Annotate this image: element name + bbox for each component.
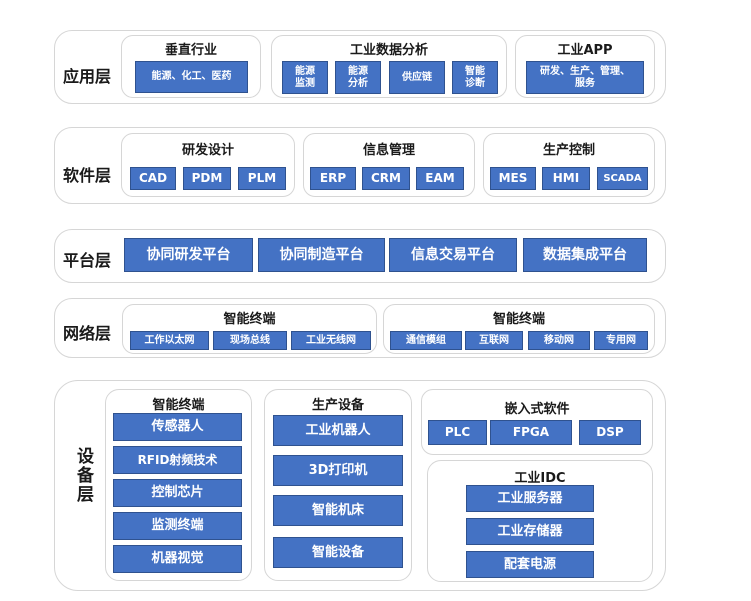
machine-vision-box: 机器视觉 — [113, 545, 242, 573]
plc-box: PLC — [428, 420, 487, 445]
supply-chain-box: 供应链 — [389, 61, 445, 94]
info-management-group: 信息管理 ERP CRM EAM — [303, 133, 475, 197]
3d-printer-box: 3D打印机 — [273, 455, 403, 486]
fieldbus-box: 现场总线 — [213, 331, 287, 350]
production-equipment-title: 生产设备 — [311, 398, 364, 413]
crm-box: CRM — [362, 167, 410, 190]
industrial-server-box: 工业服务器 — [466, 485, 594, 512]
industrial-app-title: 工业APP — [557, 43, 613, 58]
dsp-box: DSP — [579, 420, 641, 445]
scada-box: SCADA — [597, 167, 648, 190]
rfid-box: RFID射频技术 — [113, 446, 242, 474]
info-trading-platform-box: 信息交易平台 — [389, 238, 517, 272]
rd-design-title: 研发设计 — [181, 143, 234, 158]
industrial-idc-group: 工业IDC 工业服务器 工业存储器 配套电源 — [427, 460, 653, 582]
vertical-industry-group: 垂直行业 能源、化工、医药 — [121, 35, 261, 98]
hmi-box: HMI — [542, 167, 590, 190]
network-right-group: 智能终端 通信模组 互联网 移动网 专用网 — [383, 304, 655, 354]
device-terminal-title: 智能终端 — [152, 398, 205, 413]
industrial-wireless-box: 工业无线网 — [291, 331, 371, 350]
platform-layer-label: 平台层 — [63, 251, 112, 270]
power-supply-box: 配套电源 — [466, 551, 594, 578]
network-left-title: 智能终端 — [223, 312, 276, 327]
energy-monitoring-box: 能源 监测 — [282, 61, 328, 94]
vertical-industry-title: 垂直行业 — [164, 43, 217, 58]
data-analysis-title: 工业数据分析 — [349, 43, 428, 58]
industrial-app-group: 工业APP 研发、生产、管理、 服务 — [515, 35, 655, 98]
industrial-ethernet-box: 工作以太网 — [130, 331, 209, 350]
control-chip-box: 控制芯片 — [113, 479, 242, 507]
production-control-group: 生产控制 MES HMI SCADA — [483, 133, 655, 197]
data-integration-platform-box: 数据集成平台 — [523, 238, 647, 272]
erp-box: ERP — [310, 167, 356, 190]
network-right-title: 智能终端 — [492, 312, 545, 327]
software-layer-label: 软件层 — [63, 166, 112, 185]
device-layer-label: 设备层 — [73, 447, 93, 504]
plm-box: PLM — [238, 167, 286, 190]
energy-analysis-box: 能源 分析 — [335, 61, 381, 94]
data-analysis-group: 工业数据分析 能源 监测 能源 分析 供应链 智能 诊断 — [271, 35, 507, 98]
cad-box: CAD — [130, 167, 176, 190]
smart-equipment-box: 智能设备 — [273, 537, 403, 568]
network-layer-label: 网络层 — [63, 324, 112, 343]
info-management-title: 信息管理 — [362, 143, 415, 158]
industrial-robot-box: 工业机器人 — [273, 415, 403, 446]
network-left-group: 智能终端 工作以太网 现场总线 工业无线网 — [122, 304, 377, 354]
vertical-industry-item: 能源、化工、医药 — [135, 61, 248, 93]
internet-box: 互联网 — [465, 331, 523, 350]
mobile-network-box: 移动网 — [528, 331, 590, 350]
industrial-storage-box: 工业存储器 — [466, 518, 594, 545]
application-layer-label: 应用层 — [63, 67, 112, 86]
collab-manufacturing-platform-box: 协同制造平台 — [258, 238, 385, 272]
fpga-box: FPGA — [490, 420, 572, 445]
mes-box: MES — [490, 167, 536, 190]
embedded-software-title: 嵌入式软件 — [504, 402, 570, 417]
eam-box: EAM — [416, 167, 464, 190]
device-terminal-group: 智能终端 传感器人 RFID射频技术 控制芯片 监测终端 机器视觉 — [105, 389, 252, 581]
comm-module-box: 通信模组 — [390, 331, 462, 350]
production-equipment-group: 生产设备 工业机器人 3D打印机 智能机床 智能设备 — [264, 389, 412, 581]
smart-diagnosis-box: 智能 诊断 — [452, 61, 498, 94]
industrial-app-item: 研发、生产、管理、 服务 — [526, 61, 644, 94]
rd-design-group: 研发设计 CAD PDM PLM — [121, 133, 295, 197]
industrial-idc-title: 工业IDC — [514, 471, 566, 486]
pdm-box: PDM — [183, 167, 231, 190]
smart-machine-tool-box: 智能机床 — [273, 495, 403, 526]
production-control-title: 生产控制 — [542, 143, 595, 158]
embedded-software-group: 嵌入式软件 PLC FPGA DSP — [421, 389, 653, 455]
private-network-box: 专用网 — [594, 331, 648, 350]
sensor-box: 传感器人 — [113, 413, 242, 441]
collab-rd-platform-box: 协同研发平台 — [124, 238, 253, 272]
monitoring-terminal-box: 监测终端 — [113, 512, 242, 540]
